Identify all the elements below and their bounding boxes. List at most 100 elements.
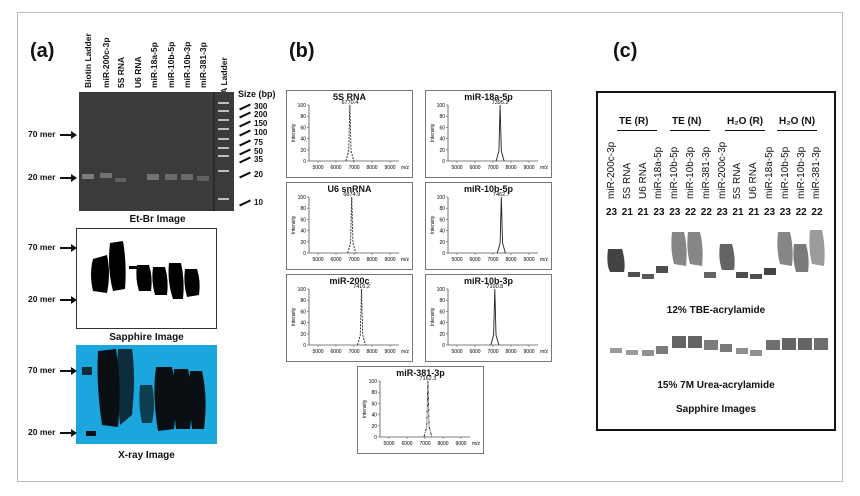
c-lane-label-4: miR-10b-5p (669, 146, 681, 199)
x-tick-label: 9000 (384, 257, 395, 263)
y-tick-label: 80 (300, 206, 306, 212)
lane-label-2: 5S RNA (116, 56, 126, 88)
size-label-50: 50 (254, 147, 263, 156)
x-tick-label: 8000 (505, 257, 516, 263)
etbr-20mer-label: 20 mer (28, 172, 56, 182)
lane-label-1: miR-200c-3p (101, 37, 111, 88)
x-tick-label: 5000 (312, 165, 323, 171)
x-tick-label: 8000 (366, 165, 377, 171)
peak-label: 7462.7 (493, 192, 510, 198)
y-tick-label: 60 (300, 217, 306, 223)
size-label-35: 35 (254, 155, 263, 164)
y-tick-label: 80 (439, 298, 445, 304)
x-tick-label: 9000 (523, 165, 534, 171)
group-underline-0 (617, 130, 657, 131)
c-lane-length-12: 22 (795, 207, 807, 218)
panel-c-box (596, 91, 836, 431)
group-underline-1 (670, 130, 710, 131)
y-tick-label: 20 (439, 148, 445, 154)
c-lane-length-2: 21 (637, 207, 649, 218)
y-tick-label: 60 (300, 309, 306, 315)
y-tick-label: 60 (439, 217, 445, 223)
panel-a-label: (a) (30, 40, 55, 62)
x-tick-label: 6000 (469, 257, 480, 263)
sapphire-gel-bands (91, 241, 200, 299)
y-tick-label: 60 (371, 401, 377, 407)
size-header: Size (bp) (238, 89, 276, 99)
c-lane-length-9: 21 (748, 207, 760, 218)
sapphire-20mer-arrow (60, 296, 77, 304)
x-tick-label: 8000 (505, 349, 516, 355)
c-lane-length-3: 23 (653, 207, 665, 218)
xray-film-bands (76, 345, 217, 444)
size-label-300: 300 (254, 102, 268, 111)
y-tick-label: 40 (300, 137, 306, 143)
peak-label: 6874.9 (343, 192, 360, 198)
group-label-0: TE (R) (619, 116, 649, 127)
x-unit-label: m/z (401, 165, 410, 171)
y-tick-label: 100 (298, 195, 307, 201)
c-lane-label-12: miR-10b-3p (795, 146, 807, 199)
c-lane-label-2: U6 RNA (637, 162, 649, 199)
x-tick-label: 8000 (437, 441, 448, 447)
x-tick-label: 8000 (505, 165, 516, 171)
c-lane-length-8: 21 (732, 207, 744, 218)
panel-b-label: (b) (289, 40, 315, 62)
spectrum-peak (345, 104, 355, 162)
x-tick-label: 7000 (419, 441, 430, 447)
y-tick-label: 80 (300, 114, 306, 120)
y-tick-label: 100 (298, 103, 307, 109)
y-tick-label: 80 (371, 390, 377, 396)
y-tick-label: 0 (374, 435, 377, 441)
x-tick-label: 7000 (348, 349, 359, 355)
spectrum-title: miR-18a-5p (464, 92, 513, 102)
sapphire-20mer-label: 20 mer (28, 294, 56, 304)
c-lane-length-1: 21 (621, 207, 633, 218)
etbr-gel-image (79, 92, 234, 211)
x-tick-label: 6000 (330, 257, 341, 263)
y-axis-label: Intensity (430, 123, 436, 142)
y-tick-label: 40 (300, 229, 306, 235)
c-lane-length-4: 23 (669, 207, 681, 218)
sapphire-gel-image (76, 228, 217, 329)
y-tick-label: 60 (300, 125, 306, 131)
c-lane-length-10: 23 (764, 207, 776, 218)
size-label-20: 20 (254, 170, 263, 179)
size-label-200: 200 (254, 110, 268, 119)
spectrum-title: U6 snRNA (327, 184, 372, 194)
spectrum-peak (490, 288, 500, 346)
xray-20mer-arrow (60, 429, 77, 437)
c-lane-length-6: 22 (700, 207, 712, 218)
x-tick-label: 9000 (523, 257, 534, 263)
y-tick-label: 100 (437, 287, 446, 293)
x-unit-label: m/z (472, 441, 481, 447)
spectrum-peak (347, 196, 357, 254)
x-tick-label: 7000 (487, 349, 498, 355)
urea-gel-bands (610, 336, 828, 356)
peak-label: 6770.4 (341, 100, 358, 106)
spectrum-title: miR-10b-3p (463, 276, 513, 286)
y-tick-label: 100 (437, 103, 446, 109)
y-tick-label: 40 (371, 413, 377, 419)
y-tick-label: 60 (439, 125, 445, 131)
x-tick-label: 6000 (469, 349, 480, 355)
c-lane-label-3: miR-18a-5p (653, 146, 665, 199)
x-tick-label: 9000 (384, 165, 395, 171)
spectrum-title: miR-200c (329, 276, 370, 286)
x-tick-label: 8000 (366, 349, 377, 355)
y-tick-label: 40 (439, 321, 445, 327)
size-label-75: 75 (254, 138, 263, 147)
xray-70mer-arrow (60, 367, 77, 375)
c-lane-length-11: 23 (779, 207, 791, 218)
size-label-10: 10 (254, 198, 263, 207)
tbe-gel-bands (607, 230, 825, 279)
lane-label-0: Biotin Ladder (83, 33, 93, 88)
y-tick-label: 40 (439, 229, 445, 235)
urea-caption: 15% 7M Urea-acrylamide (657, 380, 775, 391)
y-tick-label: 20 (439, 240, 445, 246)
